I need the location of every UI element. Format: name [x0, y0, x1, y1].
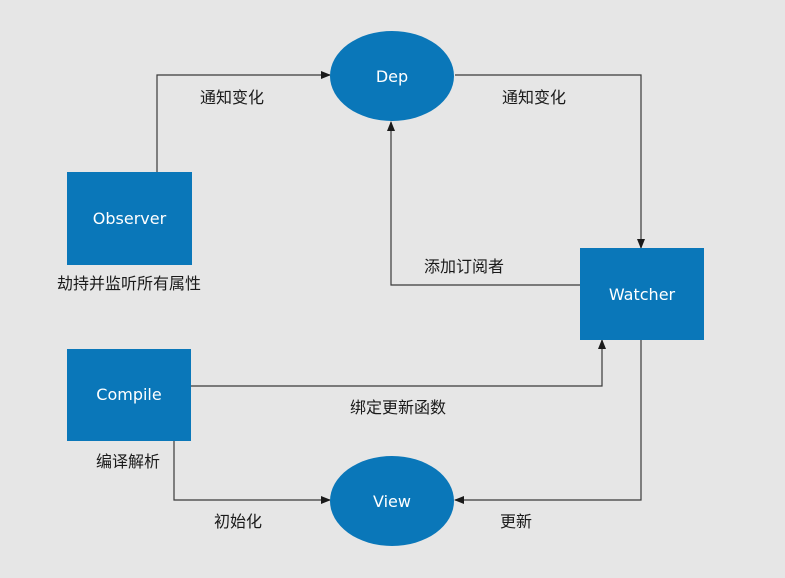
watcher-label: Watcher	[609, 285, 676, 304]
observer-node: Observer	[67, 172, 192, 265]
compile-to-view-label: 初始化	[214, 512, 262, 531]
observer-note: 劫持并监听所有属性	[57, 274, 201, 293]
edge-watcher-to-dep	[387, 121, 580, 286]
compile-note: 编译解析	[96, 452, 160, 471]
edge-dep-to-watcher	[455, 74, 645, 249]
edge-compile-to-view	[173, 441, 331, 504]
compile-label: Compile	[96, 385, 161, 404]
edge-watcher-to-view	[454, 340, 642, 504]
watcher-to-view-label: 更新	[500, 512, 532, 531]
compile-node: Compile	[67, 349, 191, 441]
view-label: View	[373, 492, 411, 511]
edge-observer-to-dep	[156, 71, 331, 172]
watcher-node: Watcher	[580, 248, 704, 340]
compile-to-watcher-label: 绑定更新函数	[350, 398, 446, 417]
dep-to-watcher-label: 通知变化	[502, 88, 566, 107]
observer-to-dep-label: 通知变化	[200, 88, 264, 107]
view-node: View	[330, 456, 454, 546]
dep-node: Dep	[330, 31, 454, 121]
watcher-to-dep-label: 添加订阅者	[424, 257, 504, 276]
edge-compile-to-watcher	[191, 339, 606, 387]
observer-label: Observer	[93, 209, 167, 228]
dep-label: Dep	[376, 67, 408, 86]
